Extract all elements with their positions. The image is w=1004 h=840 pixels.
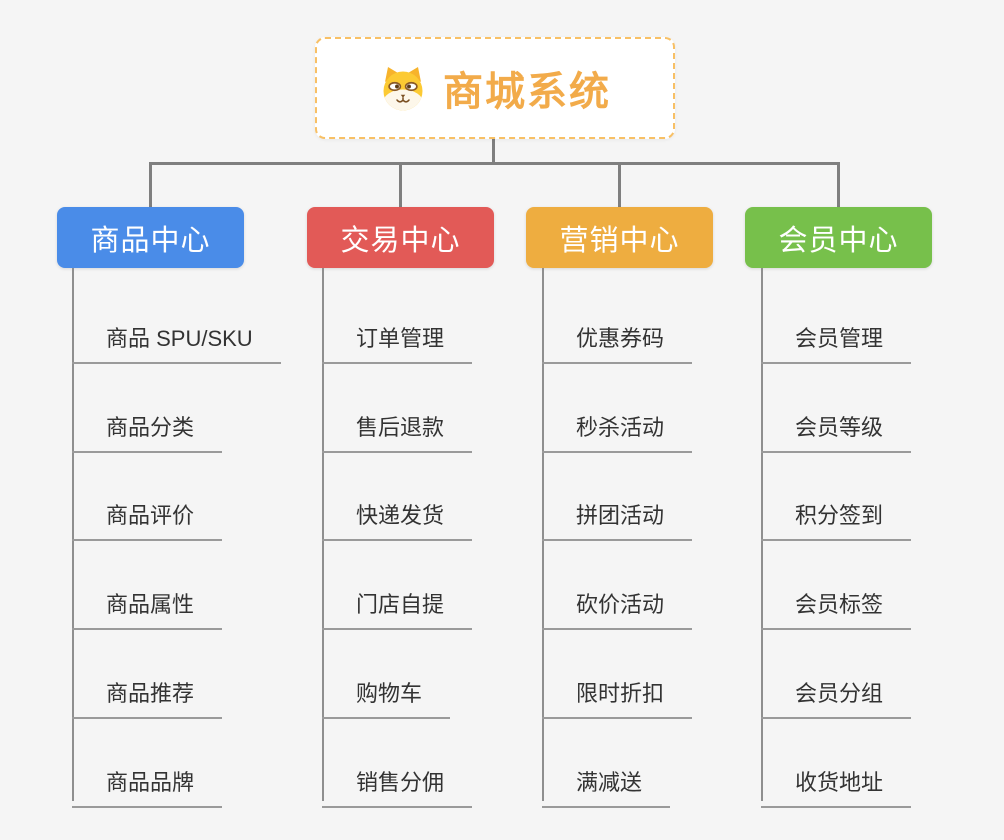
- node-shipping-address[interactable]: 收货地址: [761, 768, 912, 808]
- node-flash-sale[interactable]: 秒杀活动: [542, 413, 693, 453]
- branch-box-marketing-center[interactable]: 营销中心: [526, 207, 713, 268]
- branch-box-trade-center[interactable]: 交易中心: [307, 207, 494, 268]
- node-shopping-cart[interactable]: 购物车: [322, 679, 451, 719]
- branch-box-member-center[interactable]: 会员中心: [745, 207, 932, 268]
- connector-rail: [149, 162, 840, 165]
- connector-children-branch-1: [72, 268, 74, 801]
- connector-children-branch-4: [761, 268, 763, 801]
- node-member-group[interactable]: 会员分组: [761, 679, 912, 719]
- node-limited-time-discount[interactable]: 限时折扣: [542, 679, 693, 719]
- connector-drop-branch-3: [618, 162, 621, 208]
- node-product-attribute[interactable]: 商品属性: [72, 590, 223, 630]
- node-group-buy[interactable]: 拼团活动: [542, 501, 693, 541]
- connector-children-branch-2: [322, 268, 324, 801]
- node-member-level[interactable]: 会员等级: [761, 413, 912, 453]
- shiba-dog-icon: [383, 67, 423, 111]
- node-sales-commission[interactable]: 销售分佣: [322, 768, 473, 808]
- node-store-pickup[interactable]: 门店自提: [322, 590, 473, 630]
- node-express-delivery[interactable]: 快递发货: [322, 501, 473, 541]
- node-member-management[interactable]: 会员管理: [761, 324, 912, 364]
- node-product-recommend[interactable]: 商品推荐: [72, 679, 223, 719]
- root-node[interactable]: 商城系统: [315, 37, 675, 139]
- node-product-spu-sku[interactable]: 商品 SPU/SKU: [72, 324, 281, 364]
- connector-drop-branch-1: [149, 162, 152, 208]
- connector-root-stem: [492, 139, 495, 165]
- node-order-management[interactable]: 订单管理: [322, 324, 473, 364]
- node-aftersale-refund[interactable]: 售后退款: [322, 413, 473, 453]
- node-product-brand[interactable]: 商品品牌: [72, 768, 223, 808]
- connector-drop-branch-2: [399, 162, 402, 208]
- node-member-tag[interactable]: 会员标签: [761, 590, 912, 630]
- node-bargain-activity[interactable]: 砍价活动: [542, 590, 693, 630]
- node-coupon-code[interactable]: 优惠券码: [542, 324, 693, 364]
- node-spend-and-save[interactable]: 满减送: [542, 768, 671, 808]
- node-product-review[interactable]: 商品评价: [72, 501, 223, 541]
- node-points-checkin[interactable]: 积分签到: [761, 501, 912, 541]
- node-product-category[interactable]: 商品分类: [72, 413, 223, 453]
- branch-box-product-center[interactable]: 商品中心: [57, 207, 244, 268]
- connector-children-branch-3: [542, 268, 544, 801]
- root-title: 商城系统: [443, 70, 611, 114]
- connector-drop-branch-4: [837, 162, 840, 208]
